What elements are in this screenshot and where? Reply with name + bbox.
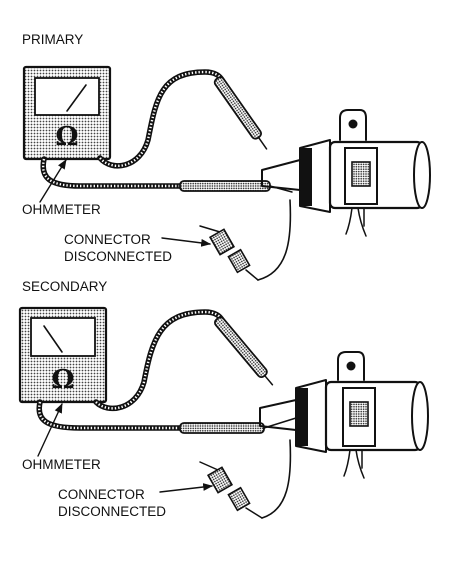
primary-panel: PRIMARY Ω — [22, 32, 431, 281]
secondary-connector-label-line1: CONNECTOR — [58, 487, 145, 502]
secondary-lead-upper — [93, 309, 225, 412]
secondary-ohm-symbol: Ω — [51, 365, 74, 395]
primary-ohmmeter: Ω — [22, 65, 112, 161]
primary-disconnected-connector — [199, 199, 292, 281]
secondary-connector-label-line2: DISCONNECTED — [58, 504, 166, 519]
primary-ohm-symbol: Ω — [55, 122, 78, 152]
secondary-probe-lower — [179, 417, 297, 434]
primary-probe-upper — [213, 76, 268, 150]
primary-connector-label-line1: CONNECTOR — [64, 232, 151, 247]
secondary-meter-dial — [30, 317, 96, 357]
secondary-ohmmeter: Ω — [18, 306, 108, 404]
secondary-title: SECONDARY — [22, 279, 107, 294]
secondary-probe-upper — [214, 316, 274, 386]
secondary-disconnected-connector — [199, 439, 292, 519]
primary-connector-label-line2: DISCONNECTED — [64, 249, 172, 264]
primary-title: PRIMARY — [22, 32, 83, 47]
secondary-panel: SECONDARY Ω — [18, 279, 429, 519]
primary-lead-lower — [40, 156, 183, 189]
primary-meter-dial — [34, 77, 100, 116]
primary-meter-needle — [66, 84, 87, 112]
primary-ignition-coil — [261, 109, 431, 237]
secondary-meter-needle — [43, 325, 63, 353]
secondary-ignition-coil — [259, 351, 429, 479]
primary-ohmmeter-label: OHMMETER — [22, 202, 101, 217]
primary-lead-upper — [97, 69, 225, 169]
secondary-ohmmeter-label: OHMMETER — [22, 457, 101, 472]
